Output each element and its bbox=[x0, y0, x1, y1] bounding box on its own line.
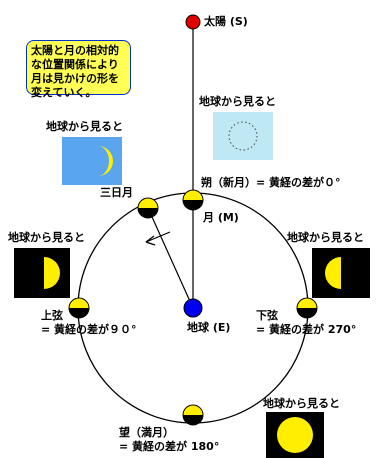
moon-crescent bbox=[137, 197, 159, 219]
orbit-direction-arrow bbox=[145, 231, 171, 243]
sun-label: 太陽 (S) bbox=[203, 14, 248, 28]
moon-label: 月 (M) bbox=[202, 211, 239, 224]
explanation-note: 太陽と月の相対的な位置関係により月は見かけの形を変えていく。 bbox=[26, 40, 131, 99]
earth bbox=[183, 298, 203, 318]
moon-last-quarter bbox=[296, 297, 318, 319]
earth-label: 地球 (E) bbox=[187, 320, 230, 334]
new-moon-outline bbox=[228, 121, 258, 151]
full-moon-label: 望（満月） bbox=[119, 425, 174, 439]
earth-crescent-line bbox=[147, 207, 194, 309]
full-moon-shape bbox=[277, 417, 313, 453]
crescent-view-caption: 地球から見ると bbox=[46, 119, 123, 133]
moon-new bbox=[182, 189, 204, 211]
first-quarter-view-panel bbox=[14, 248, 70, 298]
new-moon-label: 朔（新月）= 黄経の差が０° bbox=[201, 175, 341, 189]
new-moon-view-panel bbox=[213, 112, 273, 160]
first-quarter-angle: = 黄経の差が９０° bbox=[41, 322, 137, 336]
last-quarter-shape bbox=[325, 257, 341, 289]
moon-full bbox=[182, 404, 204, 426]
full-moon-angle: = 黄経の差が 180° bbox=[119, 439, 219, 453]
first-quarter-shape bbox=[44, 257, 60, 289]
last-quarter-view-caption: 地球から見ると bbox=[287, 230, 364, 244]
last-quarter-label: 下弦 bbox=[256, 308, 278, 322]
crescent-shape bbox=[98, 146, 113, 176]
last-quarter-angle: = 黄経の差が 270° bbox=[256, 322, 356, 336]
new-moon-view-caption: 地球から見ると bbox=[199, 94, 276, 108]
arrow-head bbox=[145, 235, 156, 246]
moon-first-quarter bbox=[68, 297, 90, 319]
first-quarter-view-caption: 地球から見ると bbox=[8, 230, 85, 244]
crescent-label: 三日月 bbox=[100, 186, 133, 199]
first-quarter-label: 上弦 bbox=[41, 308, 63, 322]
full-moon-view-caption: 地球から見ると bbox=[263, 396, 340, 410]
sun bbox=[185, 14, 201, 30]
